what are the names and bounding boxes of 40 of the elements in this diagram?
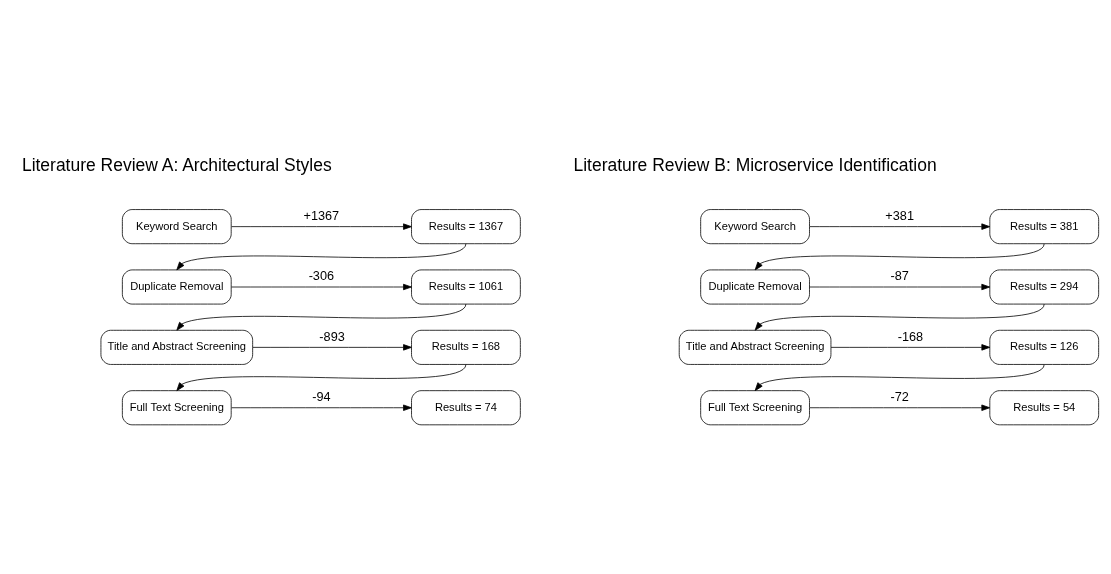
label: Literature Review A: Architectural Styles: [21, 154, 332, 175]
node-box: Results = 74: [411, 390, 521, 426]
node-box: Results = 168: [411, 329, 521, 365]
arrow: [809, 404, 991, 411]
node-box: Results = 1367: [411, 209, 521, 245]
node-box: Keyword Search: [700, 209, 810, 245]
arrow: [252, 344, 412, 351]
node-box: Results = 294: [989, 269, 1100, 305]
edge-label: -306: [308, 269, 335, 284]
arrow: [176, 303, 467, 331]
edge-label: -72: [890, 390, 909, 405]
arrow: [231, 404, 412, 411]
node-box: Results = 54: [989, 390, 1100, 426]
arrow: [754, 243, 1045, 271]
edge-label: -94: [312, 390, 331, 405]
arrow: [231, 223, 412, 230]
arrow: [830, 344, 991, 351]
arrow: [754, 364, 1045, 392]
arrow: [231, 283, 412, 291]
arrow: [176, 364, 467, 392]
edge-label: +1367: [303, 209, 340, 224]
node-box: Full Text Screening: [700, 390, 810, 426]
node-box: Keyword Search: [121, 209, 232, 245]
node-box: Duplicate Removal: [700, 269, 810, 305]
edge-label: -87: [890, 269, 909, 284]
edge-label: -893: [319, 329, 345, 344]
arrow: [809, 283, 991, 291]
arrow: [754, 303, 1045, 331]
node-box: Results = 126: [989, 329, 1100, 365]
node-box: Title and Abstract Screening: [100, 329, 254, 365]
edge-label: +381: [885, 209, 914, 224]
arrow: [176, 243, 467, 271]
node-box: Results = 1061: [411, 269, 521, 305]
node-box: Duplicate Removal: [121, 269, 232, 305]
node-box: Full Text Screening: [121, 390, 232, 426]
node-box: Results = 381: [989, 209, 1100, 245]
arrow: [809, 223, 991, 230]
node-box: Title and Abstract Screening: [678, 329, 832, 365]
label: Literature Review B: Microservice Identification: [573, 154, 937, 175]
edge-label: -168: [897, 329, 924, 344]
